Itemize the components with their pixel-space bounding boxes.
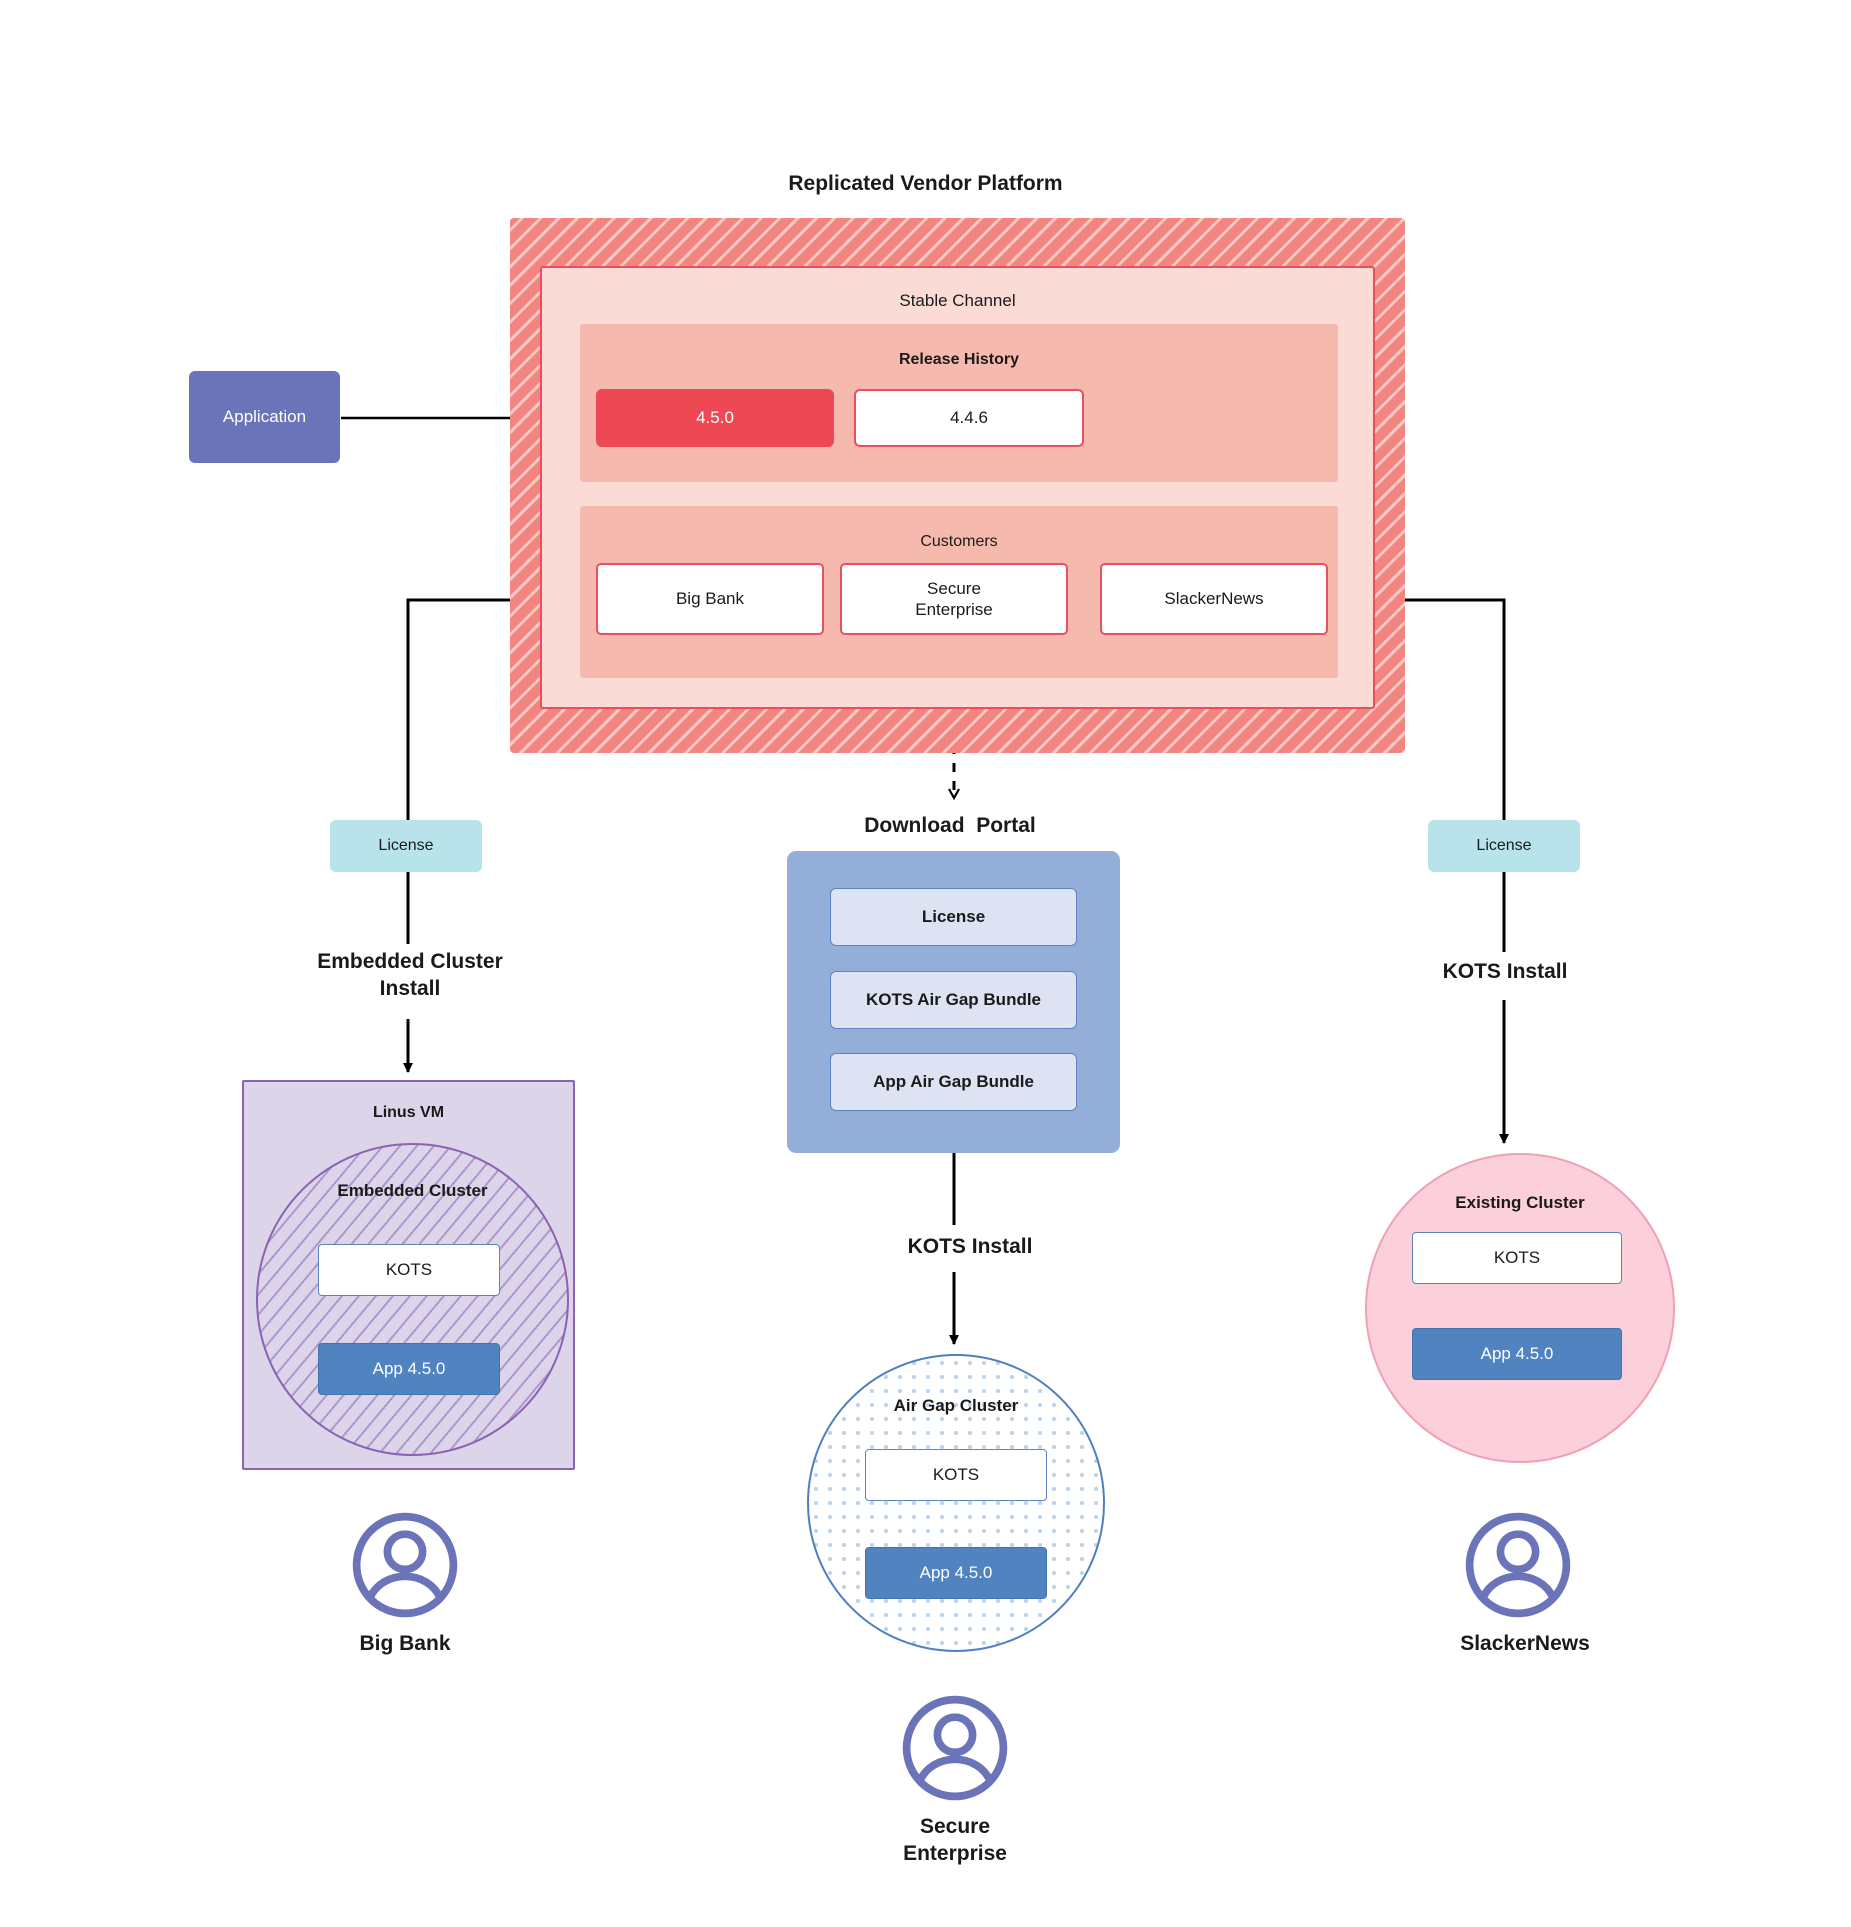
customer-chip-slackernews[interactable]: SlackerNews <box>1100 563 1328 635</box>
customers-label: Customers <box>920 533 998 550</box>
persona-label-slackernews: SlackerNews <box>1460 1632 1590 1655</box>
kots-node-embedded[interactable]: KOTS <box>318 1244 500 1296</box>
page-title: Replicated Vendor Platform <box>788 172 1063 195</box>
kots-node-airgap[interactable]: KOTS <box>865 1449 1047 1501</box>
portal-item-license[interactable]: License <box>830 888 1077 946</box>
flow-label-kots-install-right: KOTS Install <box>1442 960 1568 983</box>
download-portal-title: Download Portal <box>864 814 1036 837</box>
kots-node-existing[interactable]: KOTS <box>1412 1232 1622 1284</box>
embedded-cluster-container <box>256 1143 569 1456</box>
embedded-cluster-label: Embedded Cluster <box>337 1181 488 1200</box>
release-history-label: Release History <box>898 351 1020 368</box>
air-gap-cluster-label: Air Gap Cluster <box>893 1396 1019 1415</box>
linux-vm-label: Linus VM <box>372 1104 445 1121</box>
stable-channel-label: Stable Channel <box>899 291 1016 310</box>
portal-item-kots-air-gap-bundle[interactable]: KOTS Air Gap Bundle <box>830 971 1077 1029</box>
release-chip-previous[interactable]: 4.4.6 <box>854 389 1084 447</box>
flow-label-embedded-cluster-install: Embedded Cluster Install <box>317 950 503 1001</box>
air-gap-cluster-container <box>807 1354 1105 1652</box>
release-chip-current[interactable]: 4.5.0 <box>596 389 834 447</box>
app-node-embedded[interactable]: App 4.5.0 <box>318 1343 500 1395</box>
app-node-airgap[interactable]: App 4.5.0 <box>865 1547 1047 1599</box>
user-avatar-icon <box>1465 1512 1571 1618</box>
user-avatar-icon <box>352 1512 458 1618</box>
customer-chip-secure-enterprise[interactable]: Secure Enterprise <box>840 563 1068 635</box>
app-node-existing[interactable]: App 4.5.0 <box>1412 1328 1622 1380</box>
license-node-right[interactable]: License <box>1428 820 1580 872</box>
existing-cluster-container <box>1365 1153 1675 1463</box>
persona-label-big-bank: Big Bank <box>359 1632 451 1655</box>
application-node[interactable]: Application <box>189 371 340 463</box>
license-node-left[interactable]: License <box>330 820 482 872</box>
portal-item-app-air-gap-bundle[interactable]: App Air Gap Bundle <box>830 1053 1077 1111</box>
user-avatar-icon <box>902 1695 1008 1801</box>
existing-cluster-label: Existing Cluster <box>1455 1193 1585 1212</box>
customer-chip-big-bank[interactable]: Big Bank <box>596 563 824 635</box>
persona-label-secure-enterprise: Secure Enterprise <box>903 1815 1007 1866</box>
flow-label-kots-install-middle: KOTS Install <box>907 1235 1033 1258</box>
